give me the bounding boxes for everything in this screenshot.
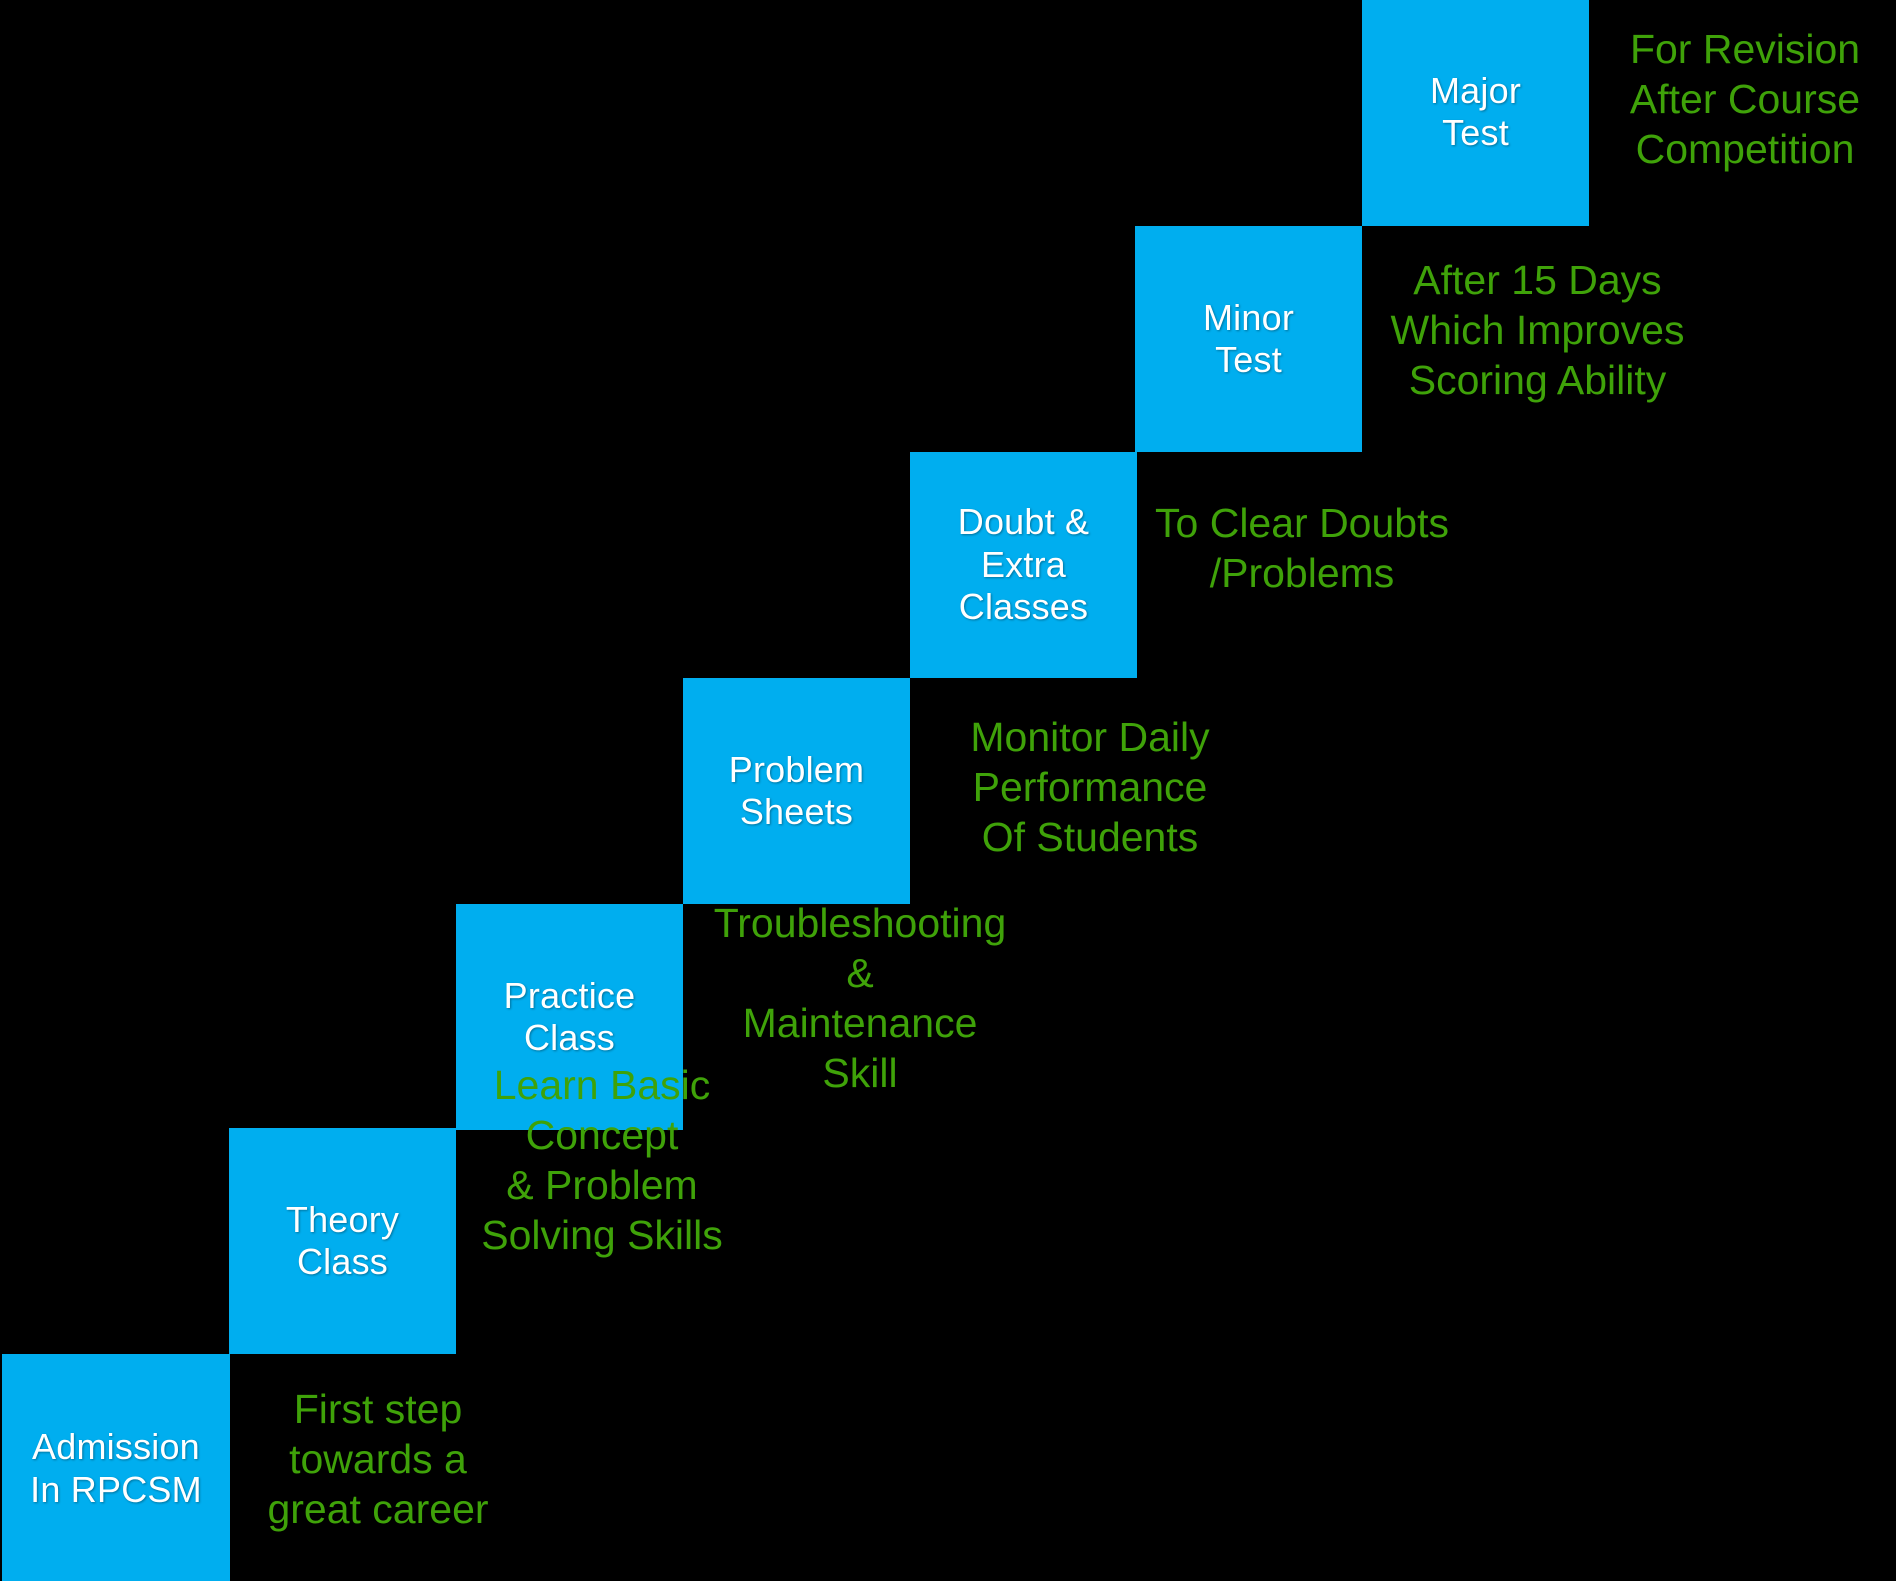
step-caption-theory-class: Learn Basic Concept & Problem Solving Sk… [481, 1062, 723, 1259]
step-caption-problem-sheets: Monitor Daily Performance Of Students [970, 714, 1210, 861]
step-label-doubt-extra-classes: Doubt & Extra Classes [957, 501, 1090, 628]
step-caption-admission: First step towards a great career [267, 1386, 489, 1533]
step-block-theory-class[interactable]: Theory Class [229, 1128, 456, 1354]
step-block-minor-test[interactable]: Minor Test [1135, 226, 1362, 452]
step-label-practice-class: Practice Class [503, 974, 636, 1058]
step-caption-major-test: For Revision After Course Competition [1629, 26, 1861, 173]
step-block-problem-sheets[interactable]: Problem Sheets [683, 678, 910, 904]
step-caption-doubt-extra-classes: To Clear Doubts /Problems [1155, 500, 1449, 597]
step-label-major-test: Major Test [1429, 69, 1522, 153]
step-block-admission[interactable]: Admission In RPCSM [2, 1354, 230, 1581]
step-label-minor-test: Minor Test [1202, 296, 1295, 380]
step-caption-minor-test: After 15 Days Which Improves Scoring Abi… [1390, 257, 1685, 404]
step-caption-practice-class: Troubleshooting & Maintenance Skill [713, 900, 1007, 1097]
step-label-theory-class: Theory Class [285, 1198, 400, 1282]
step-label-problem-sheets: Problem Sheets [728, 748, 865, 832]
step-block-major-test[interactable]: Major Test [1362, 0, 1589, 226]
step-block-doubt-extra-classes[interactable]: Doubt & Extra Classes [910, 452, 1137, 678]
step-label-admission: Admission In RPCSM [30, 1426, 202, 1510]
step-block-practice-class[interactable]: Practice Class [456, 904, 683, 1130]
